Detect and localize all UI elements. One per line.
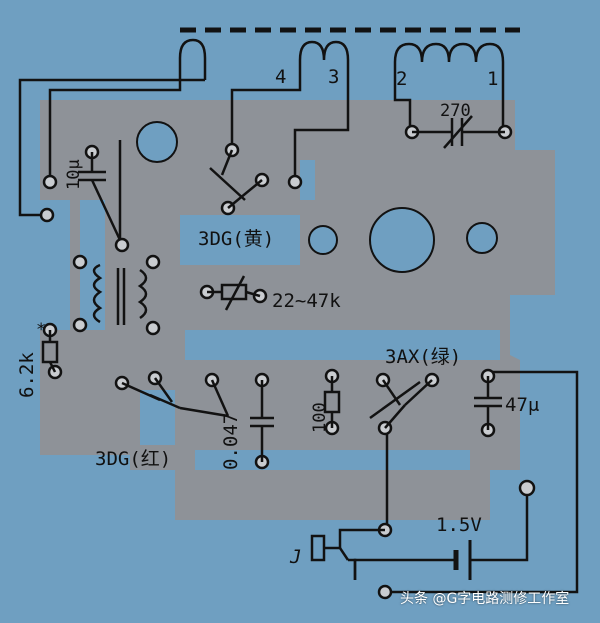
pad [114,237,130,253]
coil-feedback [178,38,207,80]
wire-feedback-b [48,58,182,178]
copper-gap-c [300,160,315,200]
mounting-hole-large [369,207,435,273]
capacitor-10u [78,152,122,241]
coil-pin-3-label: 3 [328,66,340,88]
cap-arrow [443,115,473,149]
wire-pin4 [230,60,302,150]
jack-lead [338,528,385,548]
coil-pin-1-label: 1 [487,68,499,90]
coil-windings [178,38,505,80]
pad [377,584,393,600]
base [209,167,246,201]
pad [518,479,536,497]
collector [404,379,433,406]
watermark-text: 头条 @G字电路测修工作室 [400,591,570,607]
pad [42,174,58,190]
mounting-hole-right [466,222,498,254]
components [41,115,505,580]
wire-jack-spring [353,558,385,580]
lead [384,404,406,429]
base [369,380,421,420]
wire-pin3 [293,60,350,178]
jack-sleeve [348,558,357,580]
coil-pin-4-label: 4 [275,66,287,88]
capacitor-47u-label: 47μ [505,394,540,416]
cap-lead [90,179,122,241]
resistor-100 [323,376,341,428]
wire-battery [470,490,529,562]
pad [287,174,303,190]
winding-right [137,268,148,320]
copper-gap-f [80,200,105,330]
wire-feedback [18,78,205,217]
jack-tip [324,546,350,561]
emitter [381,379,402,406]
jack-body [310,534,326,562]
capacitor-0-047 [250,380,274,462]
battery-label: 1.5V [436,514,482,536]
resistor-star-mark: * [36,320,47,340]
jack-label: J [290,546,302,568]
transistor-3ax-green-label: 3AX(绿) [385,346,462,368]
potentiometer-label: 22~47k [272,290,341,312]
transistor-3dg-red [121,377,230,418]
pad [145,254,161,270]
pot-arrow [224,275,246,311]
mounting-holes [136,121,498,273]
copper-pattern [40,100,555,520]
copper-gap-a [180,215,300,265]
res-lead [48,361,57,373]
potentiometer-22-47k [207,275,261,311]
input-transformer [92,263,148,325]
transistor-3ax-green [369,379,433,429]
resistor-6-2k-label: 6.2k [16,352,38,398]
pad [39,207,55,223]
lead [179,406,229,418]
emitter [220,149,234,176]
mounting-hole-left [136,121,178,163]
wire-pin2 [393,62,412,130]
copper-gap-b [185,330,500,360]
copper-gap-d [140,390,175,445]
pad [72,317,88,333]
cap-270-label: 270 [440,101,471,121]
wire-right-return [385,370,579,594]
transistor-3dg-yellow-label: 3DG(黄) [198,228,275,250]
coil-pin-2-label: 2 [396,68,408,90]
jack-symbol [310,528,385,580]
battery-symbol [453,540,472,580]
pad [72,254,88,270]
mounting-hole-small [308,225,338,255]
pot-lead [245,290,261,298]
coil-2-1 [393,42,505,63]
transistor-3dg-yellow [209,149,263,209]
collector [227,179,263,209]
cap-10u-label: 10μ [64,159,84,190]
resistor-100-label: 100 [310,402,330,433]
capacitor-47u [474,376,502,430]
collector [153,377,174,403]
pad [145,320,161,336]
capacitor-0-047-label: 0.047 [220,412,242,470]
transistor-3dg-red-label: 3DG(红) [95,448,172,470]
emitter [121,381,161,402]
capacitor-270 [412,115,505,149]
resistor-6-2k [41,330,59,373]
winding-left [92,263,103,324]
lead [210,379,230,417]
coil-4-3 [298,40,350,61]
